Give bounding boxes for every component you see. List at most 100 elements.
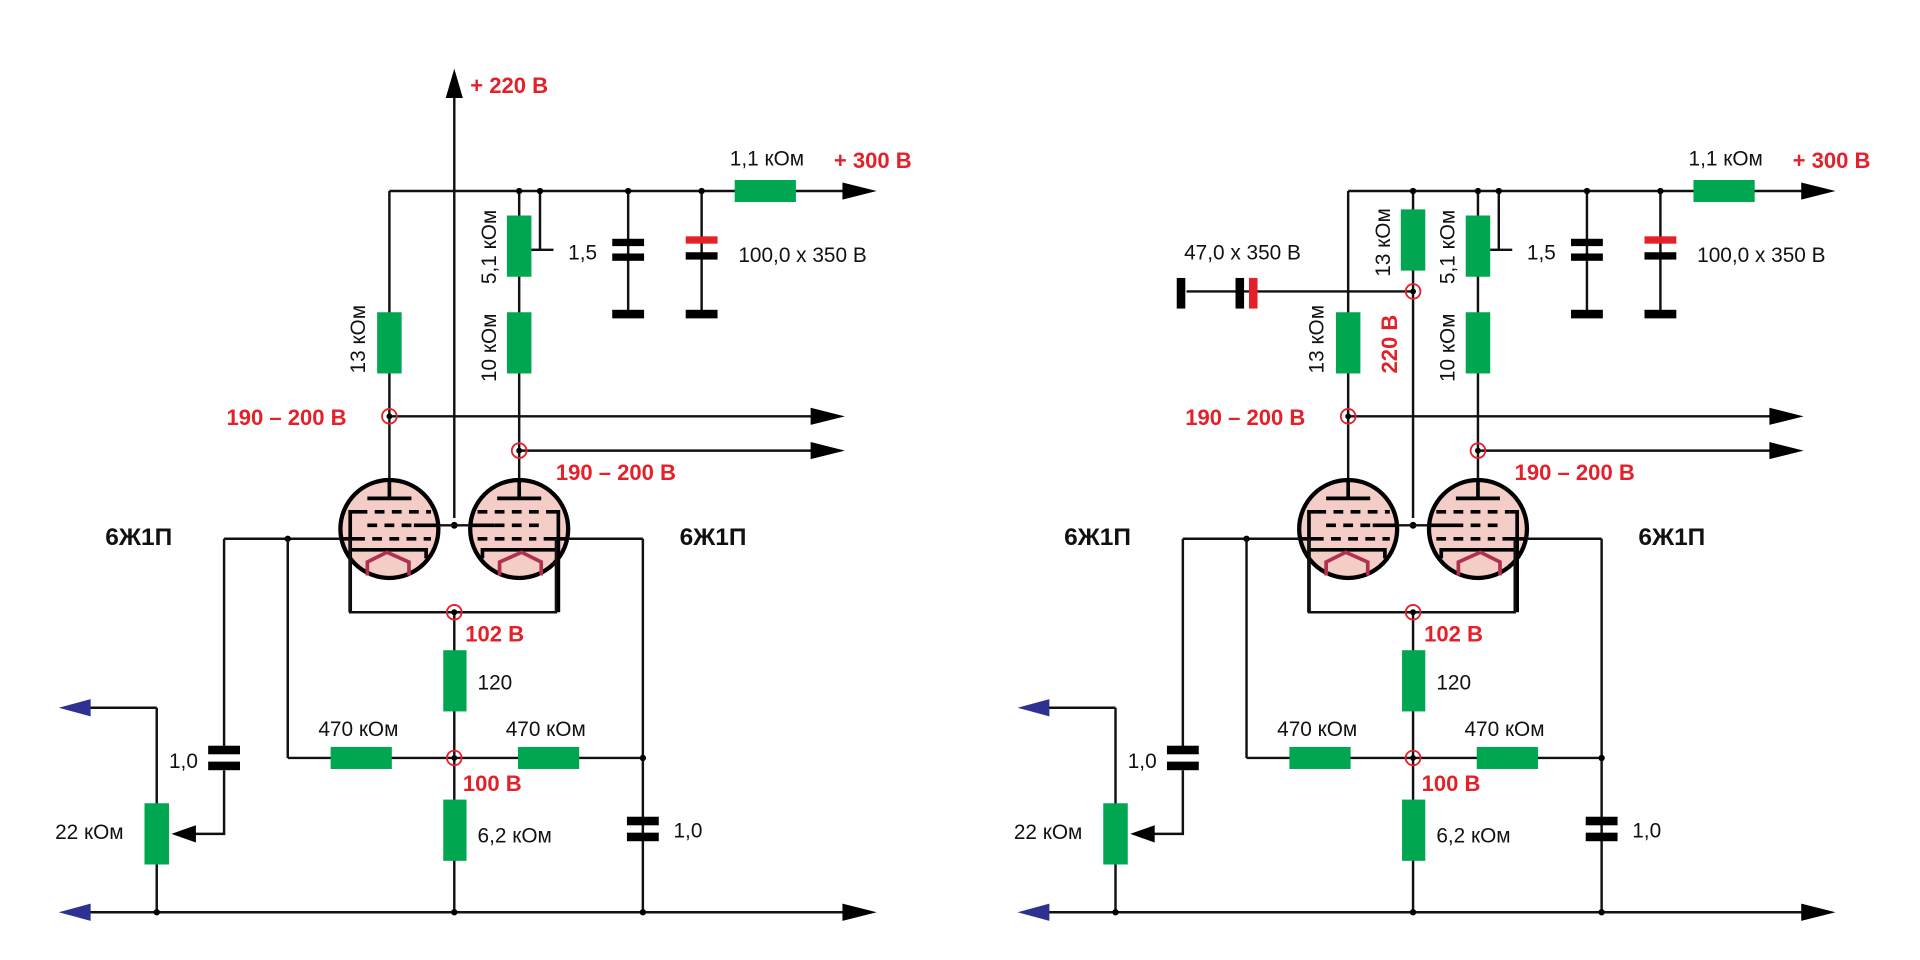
resistor-supply <box>734 180 796 203</box>
tube-right-type: 6Ж1П <box>1638 524 1705 551</box>
cap-small-plate <box>612 253 645 261</box>
resistor-cathode-label: 120 <box>478 671 513 694</box>
resistor-cathode <box>1402 650 1426 712</box>
junction-dot <box>1345 413 1352 420</box>
junction-dot <box>624 187 632 195</box>
cap-small-plate <box>1571 253 1603 261</box>
cap-grid-plate <box>1585 816 1618 826</box>
resistor-grid-right <box>517 746 580 769</box>
junction-dot <box>1474 187 1482 195</box>
input-arrow-icon[interactable] <box>58 699 91 717</box>
ground-plate <box>1644 309 1677 319</box>
test-point <box>1469 442 1487 459</box>
pot-wiper-arrow-icon <box>171 825 196 843</box>
cap-big-plus-plate <box>1644 236 1677 244</box>
resistor-cathode <box>443 650 467 712</box>
resistor-bias-label: 6,2 кОм <box>478 824 552 847</box>
output2-voltage: 190 – 200 В <box>556 460 676 485</box>
junction-dot <box>1410 609 1416 616</box>
volume-pot <box>144 803 169 865</box>
output1-arrow-icon <box>810 407 845 425</box>
resistor-grid-left <box>330 746 392 769</box>
supply-arrow-icon <box>1801 182 1836 200</box>
tube-right-type: 6Ж1П <box>680 524 747 551</box>
resistor-bias-label: 6,2 кОм <box>1436 824 1510 847</box>
cap-screen-plate <box>1235 277 1245 309</box>
cap-big-plus-plate <box>685 236 718 244</box>
cap-grid-plate <box>626 816 659 826</box>
resistor-anode1-label: 13 кОм <box>1306 305 1329 373</box>
cap-small-label: 1,5 <box>1527 242 1556 265</box>
test-point <box>1404 749 1422 767</box>
test-point <box>446 603 463 621</box>
junction-dot <box>536 187 544 195</box>
volume-pot <box>1103 803 1128 865</box>
tube-left <box>1297 477 1400 613</box>
test-point <box>446 749 463 767</box>
resistor-anode1-label: 13 кОм <box>347 305 370 373</box>
junction-dot <box>153 909 160 916</box>
ground-input-arrow-icon[interactable] <box>58 903 91 921</box>
junction-dot <box>386 413 393 420</box>
resistor-grid-left <box>1289 746 1351 769</box>
resistor-grid-right-label: 470 кОм <box>506 718 586 741</box>
ground-input-arrow-icon[interactable] <box>1017 903 1050 921</box>
test-point <box>1339 408 1357 425</box>
junction-dot <box>451 909 458 916</box>
junction-dot <box>1409 909 1417 916</box>
junction-dot <box>1495 187 1502 195</box>
supply-arrow-icon <box>842 182 877 200</box>
ground-plate <box>612 309 645 319</box>
junction-dot <box>451 755 458 761</box>
trimmer-label: 5,1 кОм <box>478 210 501 284</box>
cap-big-label: 100,0 x 350 В <box>1697 244 1825 267</box>
cap-input-plate <box>208 761 240 771</box>
output2-voltage: 190 – 200 В <box>1515 460 1635 485</box>
wiper-wire <box>193 770 226 836</box>
junction-dot <box>698 187 705 195</box>
resistor-grid-left-label: 470 кОм <box>318 718 398 741</box>
cap-input-label: 1,0 <box>1128 750 1157 773</box>
ground-output-arrow-icon <box>842 903 877 921</box>
cap-big-plate <box>1644 252 1677 260</box>
cap-grid-plate <box>626 832 659 842</box>
resistor-anode2-label: 10 кОм <box>478 314 501 382</box>
pot-wiper-arrow-icon <box>1130 825 1155 843</box>
cap-screen-label: 47,0 x 350 В <box>1184 242 1301 265</box>
cathode-voltage: 102 В <box>465 622 524 647</box>
resistor-grid-right <box>1476 746 1538 769</box>
bias-voltage: 100 В <box>1422 771 1481 796</box>
test-point <box>1404 283 1422 300</box>
volume-pot-label: 22 кОм <box>55 821 123 844</box>
junction-dot <box>639 909 647 916</box>
cap-small-plate <box>612 238 645 247</box>
supply-in-label: + 300 В <box>1793 148 1871 173</box>
junction-dot <box>1112 909 1119 916</box>
cap-grid-label: 1,0 <box>673 820 702 843</box>
trimmer-resistor <box>1465 215 1491 277</box>
cap-input-plate <box>208 745 240 755</box>
cap-screen-plus-plate <box>1248 277 1258 309</box>
junction-dot <box>1657 187 1664 195</box>
input-arrow-icon[interactable] <box>1017 699 1050 717</box>
supply-in-label: + 300 В <box>834 148 912 173</box>
junction-dot <box>1598 909 1605 916</box>
resistor-supply-label: 1,1 кОм <box>1689 147 1763 170</box>
tube-left-type: 6Ж1П <box>105 524 172 551</box>
resistor-supply <box>1693 180 1755 203</box>
test-point <box>381 408 398 425</box>
cap-grid-label: 1,0 <box>1632 820 1661 843</box>
resistor-anode2 <box>1465 312 1491 374</box>
resistor-supply-label: 1,1 кОм <box>730 147 804 170</box>
screen-voltage: 220 В <box>1377 315 1402 374</box>
supply-out-label: + 220 В <box>470 73 548 98</box>
trimmer-label: 5,1 кОм <box>1437 210 1460 284</box>
resistor-grid-right-label: 470 кОм <box>1464 718 1544 741</box>
tube-left-type: 6Ж1П <box>1064 524 1131 551</box>
cathode-voltage: 102 В <box>1424 622 1483 647</box>
junction-dot <box>516 187 523 195</box>
trimmer-resistor <box>506 215 532 277</box>
resistor-bias <box>1402 799 1426 861</box>
output1-voltage: 190 – 200 В <box>1185 405 1305 430</box>
